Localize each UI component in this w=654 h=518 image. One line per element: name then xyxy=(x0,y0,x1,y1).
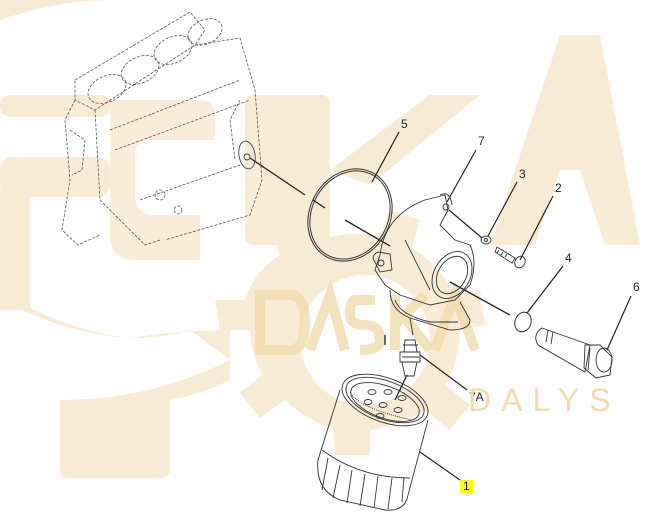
fitting-7a-drawing xyxy=(399,339,421,377)
callout-3[interactable]: 3 xyxy=(519,167,526,181)
callout-2[interactable]: 2 xyxy=(555,181,562,195)
oil-filter-drawing xyxy=(317,373,429,511)
watermark-text-dalys: DALYS xyxy=(468,382,621,418)
callout-6[interactable]: 6 xyxy=(633,280,640,294)
callout-1-highlighted[interactable]: 1 xyxy=(460,480,473,493)
callout-7a[interactable]: 7A xyxy=(469,390,484,404)
hollow-bolt-drawing xyxy=(535,327,613,379)
leader-lines xyxy=(371,131,632,481)
callout-4[interactable]: 4 xyxy=(565,251,572,265)
callout-7[interactable]: 7 xyxy=(478,134,485,148)
engine-block-drawing xyxy=(61,11,263,246)
filter-base-drawing xyxy=(372,193,475,336)
callout-5[interactable]: 5 xyxy=(401,117,408,131)
